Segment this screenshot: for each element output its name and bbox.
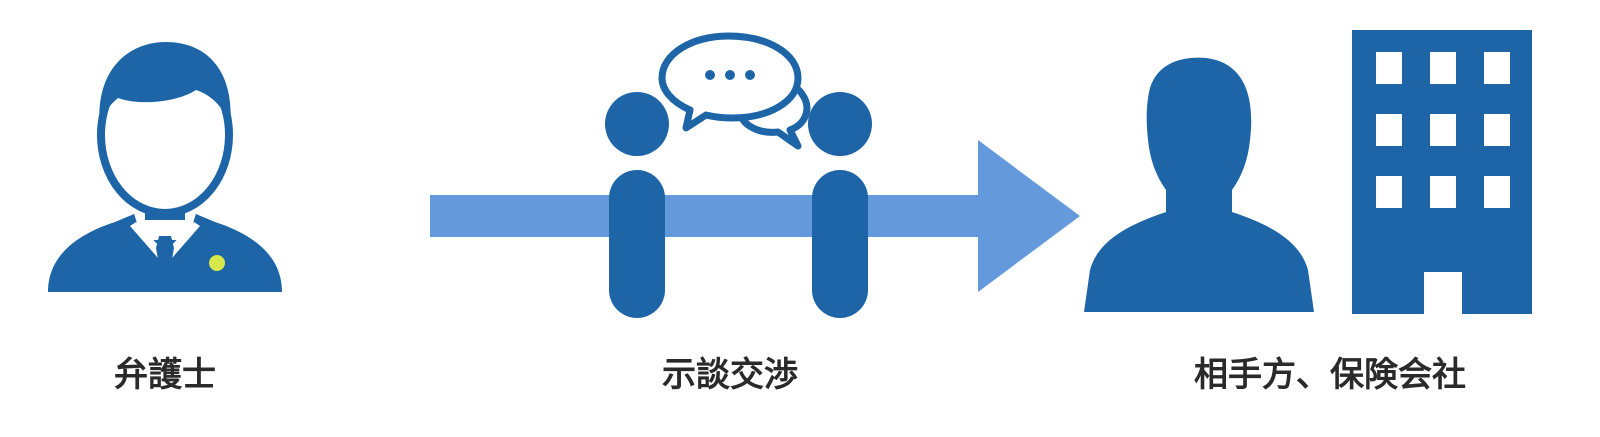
building-window [1430,52,1456,84]
lawyer-icon [48,42,282,292]
lawyer-tie [156,236,174,276]
building-window [1430,114,1456,146]
building-window [1430,176,1456,208]
lawyer-label: 弁護士 [114,355,216,395]
building-window [1376,52,1402,84]
counterparty-label: 相手方、保険会社 [1194,355,1466,395]
lawyer-badge [209,255,225,271]
speech-dot [705,70,715,80]
person-right-head [808,92,872,156]
negotiating-people-icon [605,92,872,318]
building-window [1484,114,1510,146]
office-building-icon [1352,30,1532,314]
building-window [1484,52,1510,84]
person-silhouette-icon [1084,57,1314,312]
speech-dot [725,70,735,80]
negotiation-label: 示談交渉 [662,355,798,395]
speech-bubble-front [658,32,802,132]
building-window [1376,176,1402,208]
person-left-body [609,170,665,318]
building-window [1376,114,1402,146]
speech-dot [745,70,755,80]
arrow-right-icon [430,140,1080,292]
speech-bubbles-icon [658,32,811,150]
lawyer-face [115,83,215,207]
person-right-body [812,170,868,318]
building-window [1484,176,1510,208]
arrow-head [978,140,1080,292]
building-door [1424,272,1462,314]
lawyer-hair [99,42,231,130]
person-left-head [605,92,669,156]
counterparty-person [1084,57,1314,312]
arrow-shaft [430,195,980,237]
